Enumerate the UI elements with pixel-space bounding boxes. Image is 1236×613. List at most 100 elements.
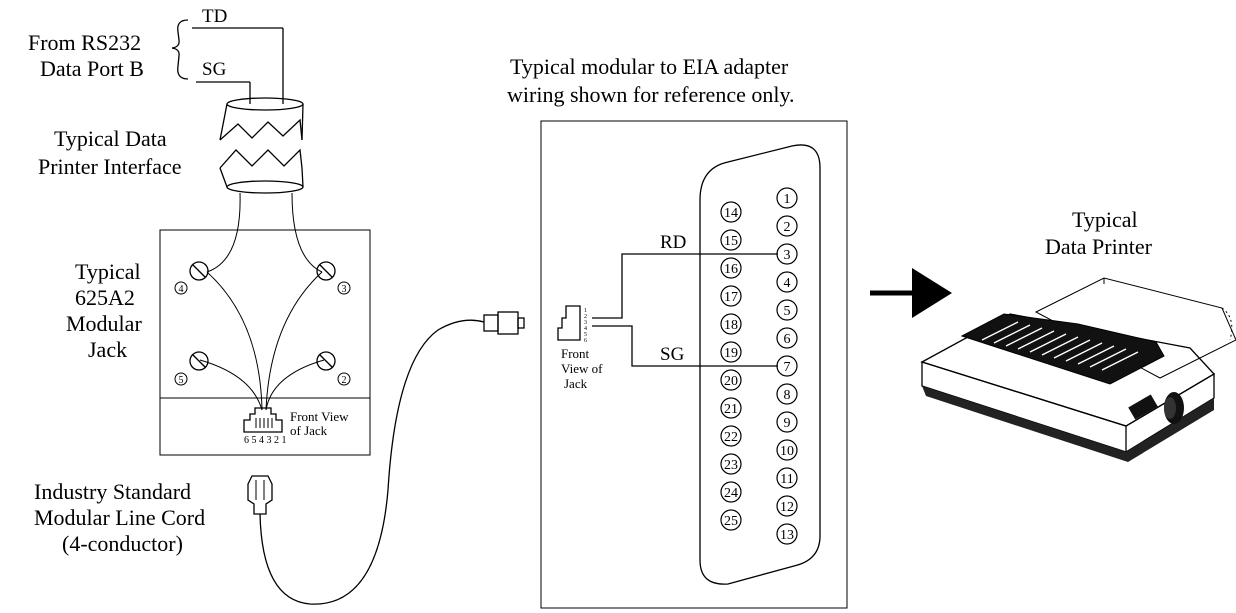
- db25-right-pin-11-circle: [776, 467, 798, 489]
- db25-left-pin-15-circle: [720, 229, 742, 251]
- sg-label: SG: [202, 59, 227, 80]
- db25-right-pin-4-label: 4: [784, 276, 791, 291]
- db25-left-pin-24-circle: [720, 481, 742, 503]
- interface-label-line1: Typical Data: [54, 126, 167, 151]
- jack-label-line4: Jack: [88, 337, 127, 362]
- terminal-5-label: 5: [179, 375, 184, 386]
- terminal-2-circle: [337, 372, 351, 386]
- db25-right-pin-3-label: 3: [784, 248, 791, 263]
- db25-right-pin-5-label: 5: [784, 304, 791, 319]
- cord-label-line1: Industry Standard: [34, 479, 191, 504]
- jack-wire-3: [265, 271, 323, 411]
- jack-label-line3: Modular: [66, 311, 142, 336]
- front-view-label-line1: Front View: [290, 409, 349, 424]
- db25-right-pin-6-circle: [776, 327, 798, 349]
- db25-right-pin-2-circle: [776, 215, 798, 237]
- adapter-caption-line2: wiring shown for reference only.: [507, 82, 795, 107]
- db25-right-pin-2-label: 2: [784, 220, 791, 235]
- jack-wire-4: [206, 271, 263, 411]
- terminal-3-circle: [337, 281, 351, 295]
- db25-right-pin-8-label: 8: [784, 388, 791, 403]
- screw-bottom-left: [189, 351, 209, 371]
- db25-left-pin-22-circle: [720, 425, 742, 447]
- adapter-jack-pin-1: 1: [584, 308, 587, 314]
- adapter-jack-pin-5: 5: [584, 332, 587, 338]
- db25-left-pin-19-circle: [720, 341, 742, 363]
- jack-wire-5: [199, 359, 263, 411]
- sg-adapter-label: SG: [660, 344, 685, 365]
- front-view-label-line2: of Jack: [290, 423, 328, 438]
- db25-right-pin-8-circle: [776, 383, 798, 405]
- modular-jack-box: [159, 229, 371, 456]
- db25-right-pin-7-label: 7: [784, 360, 791, 375]
- db25-left-pin-25-label: 25: [724, 514, 738, 529]
- jack-label-line2: 625A2: [75, 285, 135, 310]
- adapter-caption-line1: Typical modular to EIA adapter: [510, 54, 789, 79]
- db25-left-pin-14-circle: [720, 201, 742, 223]
- db25-left-pin-18-label: 18: [724, 318, 738, 333]
- port-label-line2: Data Port B: [40, 56, 144, 81]
- terminal-4-circle: [174, 281, 188, 295]
- db25-right-pin-12-circle: [776, 495, 798, 517]
- port-brace: [171, 19, 189, 80]
- screw-top-left: [189, 261, 209, 281]
- db25-right-pin-9-circle: [776, 411, 798, 433]
- db25-right-pin-5-circle: [776, 299, 798, 321]
- terminal-3-label: 3: [342, 284, 347, 295]
- printer-label-line1: Typical: [1072, 207, 1138, 232]
- rd-wire: [592, 253, 778, 319]
- db25-left-pin-17-circle: [720, 285, 742, 307]
- adapter-jack-pin-3: 3: [584, 320, 587, 326]
- jack-wire-b: [291, 192, 323, 273]
- screw-top-right: [316, 261, 336, 281]
- db25-left-pin-16-label: 16: [724, 262, 738, 277]
- db25-shell: [699, 144, 821, 585]
- adapter-jack-icon: [557, 305, 581, 341]
- db25-right-pin-13-circle: [776, 523, 798, 545]
- db25-left-pin-20-circle: [720, 369, 742, 391]
- printer-interface-connector: [219, 97, 304, 194]
- adapter-jack-pin-6: 6: [584, 338, 587, 344]
- db25-left-pin-21-circle: [720, 397, 742, 419]
- db25-left-pin-23-circle: [720, 453, 742, 475]
- db25-right-pin-13-label: 13: [780, 528, 794, 543]
- db25-left-pin-24-label: 24: [724, 486, 738, 501]
- db25-left-pin-25-circle: [720, 509, 742, 531]
- cord-label-line3: (4-conductor): [62, 531, 183, 556]
- data-printer-icon: [920, 277, 1236, 462]
- db25-left-pin-23-label: 23: [724, 458, 738, 473]
- arrow-to-printer: [870, 268, 952, 318]
- db25-left-pin-18-circle: [720, 313, 742, 335]
- jack-label-line1: Typical: [75, 259, 141, 284]
- cord-label-line2: Modular Line Cord: [34, 505, 205, 530]
- rd-label: RD: [660, 232, 686, 253]
- db25-right-pin-1-label: 1: [784, 192, 791, 207]
- db25-right-pin-1-circle: [776, 187, 798, 209]
- db25-left-pin-19-label: 19: [724, 346, 738, 361]
- db25-right-pin-11-label: 11: [780, 472, 793, 487]
- adapter-front-line2: View of: [561, 361, 603, 376]
- jack-wire-2: [265, 359, 325, 411]
- adapter-jack-pin-4: 4: [584, 326, 587, 332]
- db25-left-pin-15-label: 15: [724, 234, 738, 249]
- screw-bottom-right: [316, 351, 336, 371]
- cord-end-plug: [483, 311, 525, 335]
- interface-label-line2: Printer Interface: [38, 154, 182, 179]
- printer-label-line2: Data Printer: [1045, 234, 1153, 259]
- adapter-front-line3: Jack: [564, 376, 588, 391]
- line-cord: [259, 319, 485, 605]
- modular-plug-icon: [247, 475, 273, 515]
- db25-left-pin-16-circle: [720, 257, 742, 279]
- db25-right-pin-10-circle: [776, 439, 798, 461]
- terminal-4-label: 4: [179, 284, 184, 295]
- adapter-jack-pin-2: 2: [584, 314, 587, 320]
- db25-right-pin-10-label: 10: [780, 444, 794, 459]
- td-label: TD: [202, 6, 227, 27]
- port-label-line1: From RS232: [28, 30, 141, 55]
- db25-right-pin-12-label: 12: [780, 500, 794, 515]
- terminal-5-circle: [174, 372, 188, 386]
- db25-right-pin-9-label: 9: [784, 416, 791, 431]
- db25-left-pin-14-label: 14: [724, 206, 738, 221]
- db25-left-pin-17-label: 17: [724, 290, 738, 305]
